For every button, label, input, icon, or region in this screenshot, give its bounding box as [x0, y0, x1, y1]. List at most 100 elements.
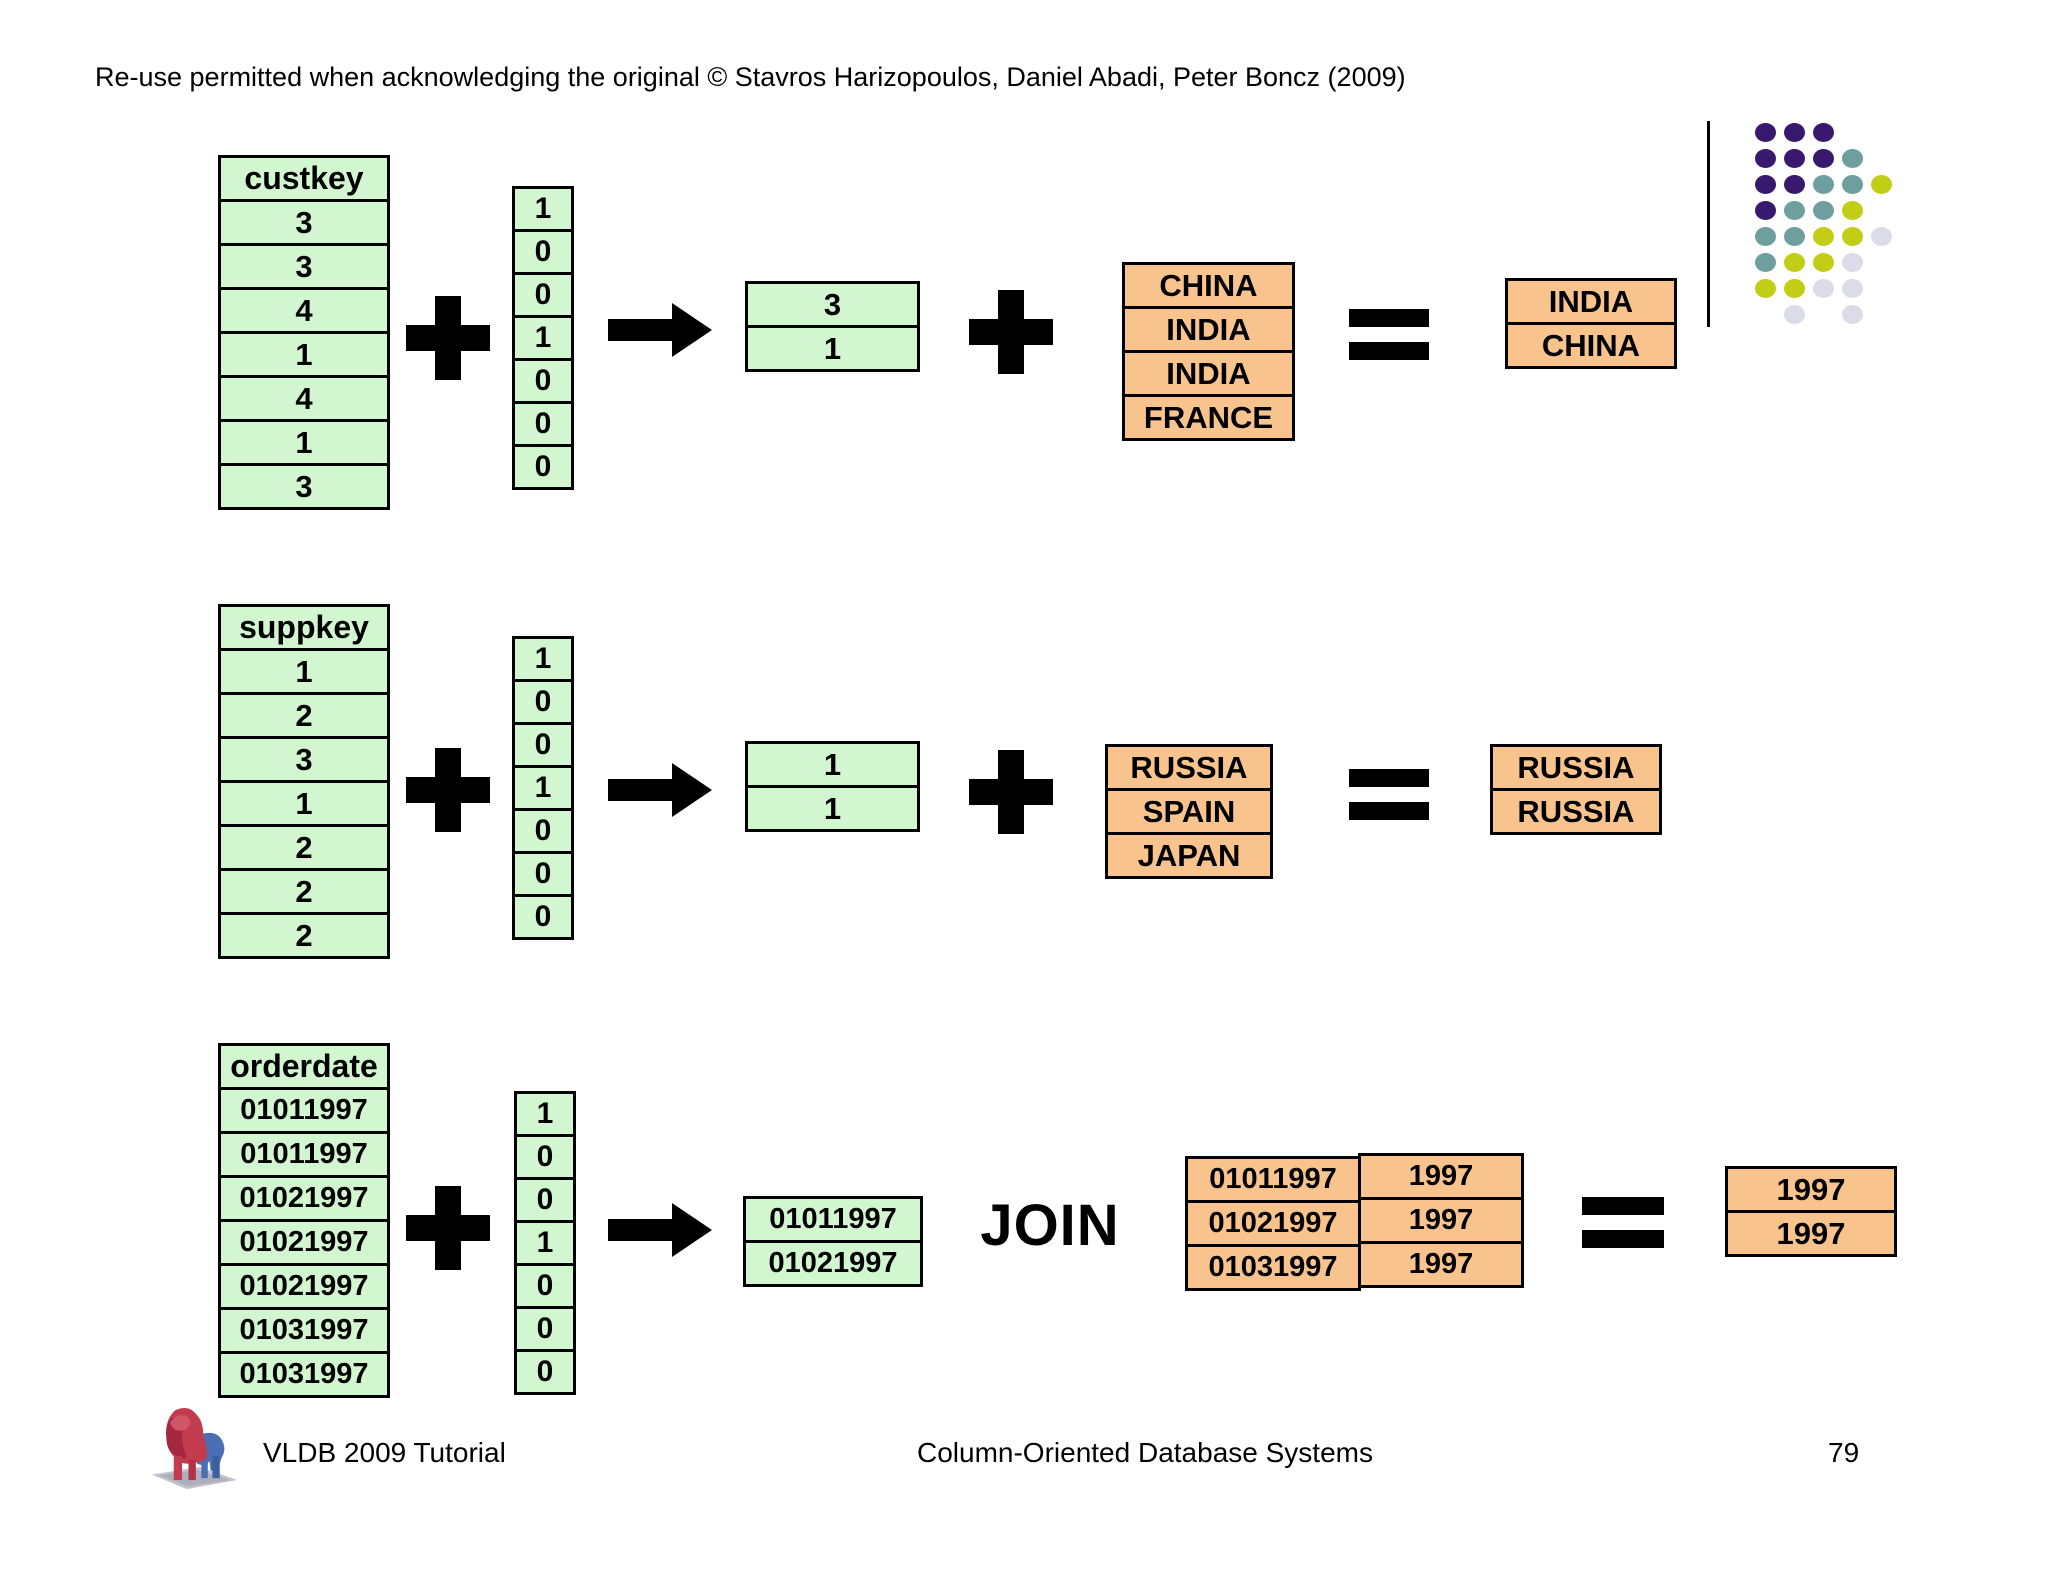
table-cell: 01021997	[743, 1240, 923, 1287]
bitmap-cell: 0	[512, 722, 574, 768]
orderdate-table: orderdate 01011997 01011997 01021997 010…	[218, 1043, 390, 1398]
bitmap-cell: 0	[514, 1306, 576, 1352]
dot	[1784, 279, 1805, 298]
table-cell: 1997	[1725, 1210, 1897, 1257]
dot	[1784, 253, 1805, 272]
dot	[1813, 201, 1834, 220]
table-cell: 1	[745, 785, 920, 832]
dot	[1813, 123, 1834, 142]
bitmap-cell: 1	[512, 636, 574, 682]
table-cell: 1997	[1358, 1197, 1524, 1244]
table-cell: 01011997	[1185, 1156, 1361, 1203]
table-cell: 01011997	[218, 1087, 390, 1134]
dot	[1842, 175, 1863, 194]
bitmap-cell: 1	[514, 1091, 576, 1137]
bitmap-cell: 1	[514, 1220, 576, 1266]
copyright-text: Re-use permitted when acknowledging the …	[95, 62, 1406, 92]
column-header: custkey	[218, 155, 390, 202]
bitmap-cell: 0	[512, 401, 574, 447]
bitmap-cell: 0	[514, 1177, 576, 1223]
dot	[1784, 201, 1805, 220]
table-cell: 01011997	[743, 1196, 923, 1243]
dot	[1755, 123, 1776, 142]
dot	[1871, 227, 1892, 246]
orderdate-selected-table: 01011997 01021997	[743, 1196, 923, 1287]
plus-icon	[406, 1186, 490, 1270]
table-cell: INDIA	[1122, 350, 1295, 397]
supplier-dictionary-table: RUSSIA SPAIN JAPAN	[1105, 744, 1273, 879]
bitmap-cell: 0	[512, 444, 574, 490]
dot	[1784, 149, 1805, 168]
plus-icon	[969, 750, 1053, 834]
bitmap-cell: 0	[512, 272, 574, 318]
table-row: 01031997 1997	[1185, 1241, 1524, 1291]
dot	[1842, 253, 1863, 272]
dot	[1755, 201, 1776, 220]
dot	[1842, 201, 1863, 220]
table-row: 01011997 1997	[1185, 1153, 1524, 1203]
table-row: 01021997 1997	[1185, 1197, 1524, 1247]
bitmap-cell: 0	[512, 894, 574, 940]
table-cell: 4	[218, 375, 390, 422]
bitmap-cell: 1	[512, 315, 574, 361]
table-cell: 1997	[1358, 1153, 1524, 1200]
dot	[1755, 227, 1776, 246]
dot	[1842, 149, 1863, 168]
dot	[1784, 175, 1805, 194]
table-cell: INDIA	[1505, 278, 1677, 325]
arrow-right-icon	[608, 303, 712, 357]
supplier-result-table: RUSSIA RUSSIA	[1490, 744, 1662, 835]
nation-result-table: INDIA CHINA	[1505, 278, 1677, 369]
table-cell: RUSSIA	[1490, 788, 1662, 835]
bitmap-cell: 0	[514, 1263, 576, 1309]
dot	[1784, 305, 1805, 324]
year-result-table: 1997 1997	[1725, 1166, 1897, 1257]
table-cell: 1	[745, 325, 920, 372]
bitmap-cell: 0	[512, 808, 574, 854]
dot	[1842, 279, 1863, 298]
dot	[1755, 279, 1776, 298]
equals-icon	[1582, 1197, 1664, 1263]
bitmap-cell: 1	[512, 186, 574, 232]
suppkey-selected-table: 1 1	[745, 741, 920, 832]
decoration-divider-line	[1707, 121, 1710, 327]
table-cell: 01021997	[218, 1219, 390, 1266]
table-cell: JAPAN	[1105, 832, 1273, 879]
suppkey-bitmap: 1 0 0 1 0 0 0	[512, 636, 574, 940]
dot	[1784, 123, 1805, 142]
bitmap-cell: 1	[512, 765, 574, 811]
plus-icon	[406, 296, 490, 380]
table-cell: 01031997	[218, 1351, 390, 1398]
dot	[1842, 227, 1863, 246]
table-cell: INDIA	[1122, 306, 1295, 353]
table-cell: 2	[218, 692, 390, 739]
bitmap-cell: 0	[512, 358, 574, 404]
table-cell: 01021997	[218, 1175, 390, 1222]
bitmap-cell: 0	[512, 229, 574, 275]
table-cell: 4	[218, 287, 390, 334]
bitmap-cell: 0	[512, 851, 574, 897]
date-year-join-table: 01011997 1997 01021997 1997 01031997 199…	[1185, 1153, 1524, 1291]
table-cell: 1	[218, 780, 390, 827]
join-label: JOIN	[980, 1193, 1120, 1258]
plus-icon	[969, 290, 1053, 374]
dot	[1842, 305, 1863, 324]
dot	[1813, 175, 1834, 194]
table-cell: 01011997	[218, 1131, 390, 1178]
suppkey-table: suppkey 1 2 3 1 2 2 2	[218, 604, 390, 959]
custkey-selected-table: 3 1	[745, 281, 920, 372]
equals-icon	[1349, 309, 1429, 375]
table-cell: 1	[745, 741, 920, 788]
footer-page-number: 79	[1828, 1437, 1860, 1468]
table-cell: 3	[218, 736, 390, 783]
table-cell: FRANCE	[1122, 394, 1295, 441]
table-cell: 1997	[1358, 1241, 1524, 1288]
plus-icon	[406, 748, 490, 832]
dot	[1813, 279, 1834, 298]
dots-decoration	[1755, 123, 1915, 343]
column-header: orderdate	[218, 1043, 390, 1090]
dot	[1871, 175, 1892, 194]
bitmap-cell: 0	[514, 1134, 576, 1180]
dot	[1813, 253, 1834, 272]
